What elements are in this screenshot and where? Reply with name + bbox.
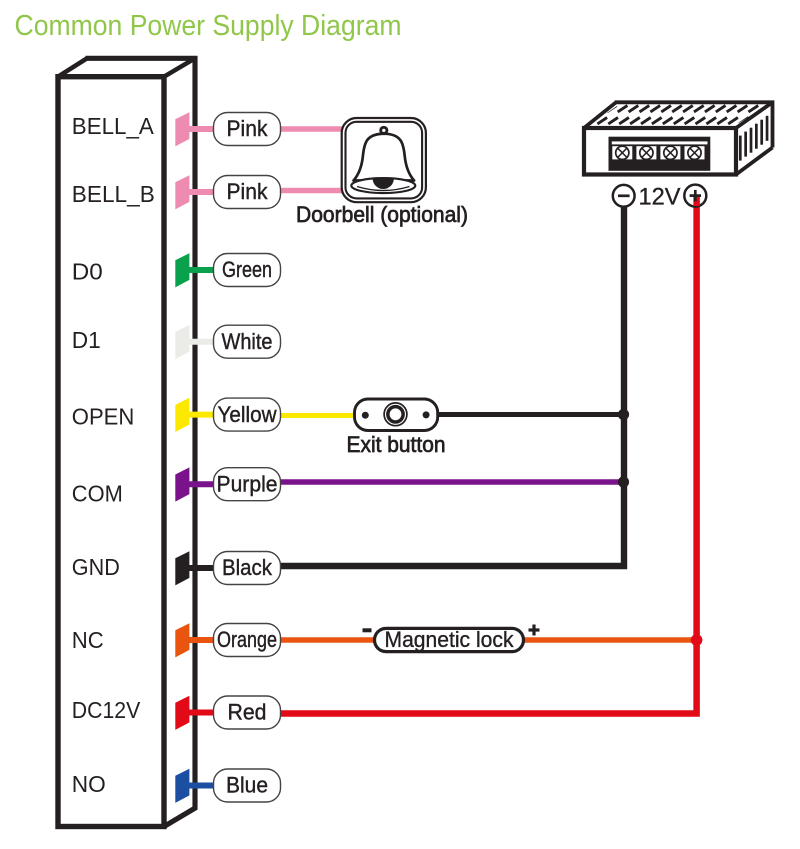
svg-text:Red: Red [228, 700, 267, 725]
svg-text:Pink: Pink [227, 179, 269, 204]
svg-text:D1: D1 [72, 327, 101, 353]
svg-text:DC12V: DC12V [72, 697, 141, 723]
svg-text:OPEN: OPEN [72, 404, 135, 430]
svg-text:NO: NO [72, 771, 106, 797]
svg-text:White: White [222, 329, 273, 354]
svg-text:12V: 12V [639, 184, 681, 211]
svg-text:BELL_A: BELL_A [72, 113, 155, 139]
svg-text:COM: COM [72, 481, 123, 507]
svg-text:Pink: Pink [227, 116, 269, 141]
svg-text:Black: Black [222, 555, 273, 580]
svg-text:BELL_B: BELL_B [72, 181, 155, 207]
svg-text:Blue: Blue [226, 773, 268, 798]
svg-text:Doorbell (optional): Doorbell (optional) [296, 202, 468, 227]
svg-text:Yellow: Yellow [218, 402, 277, 427]
svg-text:Common Power Supply Diagram: Common Power Supply Diagram [15, 10, 402, 42]
svg-text:Orange: Orange [217, 627, 277, 652]
svg-text:Exit button: Exit button [347, 432, 446, 457]
svg-text:Green: Green [222, 257, 272, 282]
svg-text:Purple: Purple [217, 471, 278, 496]
svg-text:D0: D0 [72, 259, 103, 285]
svg-text:NC: NC [72, 627, 104, 653]
svg-text:GND: GND [72, 554, 120, 580]
svg-text:Magnetic lock: Magnetic lock [385, 627, 515, 652]
